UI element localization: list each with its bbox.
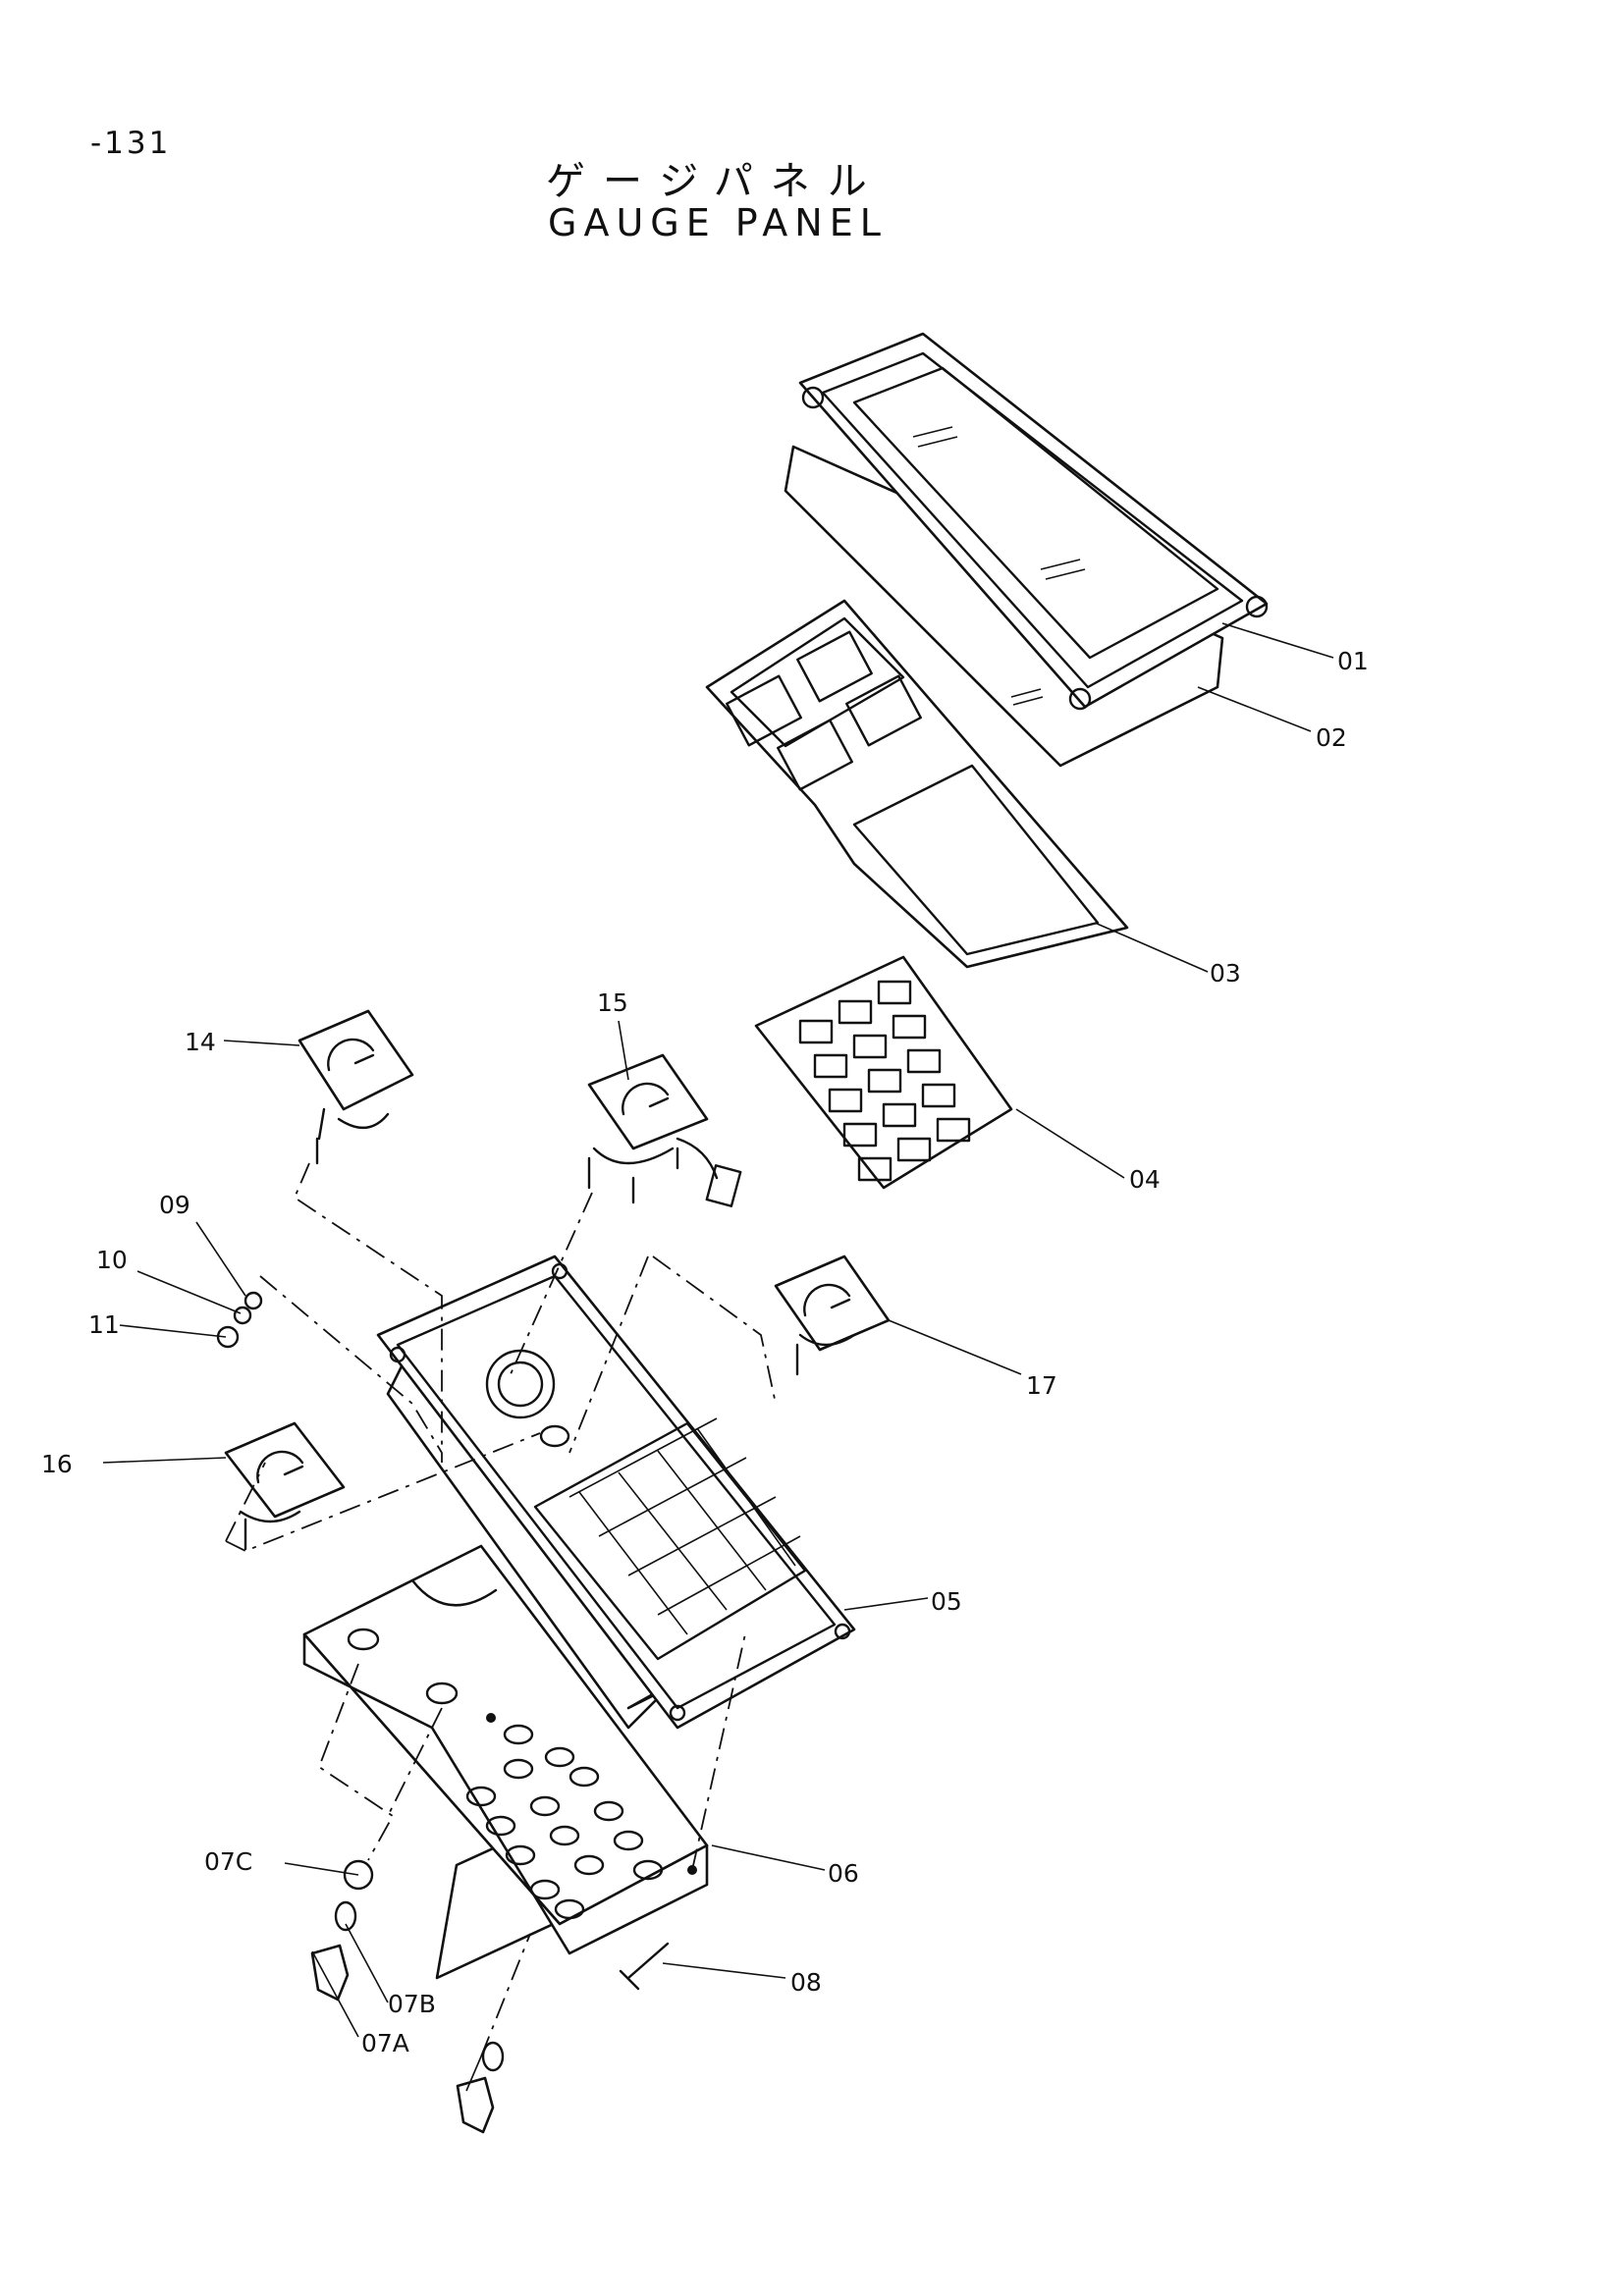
part-01-cover-glass	[798, 332, 1269, 711]
part-08-screw	[619, 1942, 670, 1991]
leader-lines	[102, 622, 1334, 2092]
part-07b-bulb	[334, 1900, 505, 2072]
label-10: 10	[96, 1246, 128, 1274]
part-17-gauge	[774, 1255, 891, 1376]
part-05-housing	[376, 1255, 856, 1730]
keypad-keys	[798, 980, 971, 1182]
label-16: 16	[41, 1450, 73, 1478]
label-04: 04	[1129, 1165, 1161, 1194]
part-14-gauge	[298, 1009, 414, 1165]
title-japanese: ゲージパネル	[546, 159, 885, 204]
part-07c-cap	[343, 1859, 374, 1891]
part-15-gauge	[587, 1053, 742, 1207]
label-09: 09	[159, 1191, 190, 1219]
label-15: 15	[597, 988, 628, 1017]
part-04-keypad	[754, 955, 1013, 1190]
page-number: -131	[90, 126, 172, 161]
label-07a: 07A	[361, 2029, 409, 2057]
part-06-bottom-plate	[302, 1544, 709, 1980]
label-05: 05	[931, 1587, 962, 1616]
plate-holes	[347, 1628, 697, 1920]
part-03-window-frame	[705, 599, 1129, 969]
label-01: 01	[1337, 647, 1369, 675]
label-02: 02	[1316, 723, 1347, 752]
part-16-gauge	[224, 1421, 346, 1551]
label-08: 08	[790, 1968, 822, 1997]
label-11: 11	[88, 1310, 120, 1339]
part-labels: 01 02 03 04 05 06 07C 07B 07A 08 09 10 1…	[41, 647, 1369, 2057]
label-17: 17	[1026, 1371, 1057, 1400]
label-03: 03	[1210, 959, 1241, 988]
label-14: 14	[185, 1028, 216, 1056]
label-07b: 07B	[388, 1990, 436, 2018]
title-english: GAUGE PANEL	[548, 201, 888, 244]
parts-09-10-11-nuts	[216, 1291, 263, 1349]
part-07a-socket	[310, 1944, 495, 2134]
label-07c: 07C	[204, 1847, 252, 1876]
label-06: 06	[828, 1859, 859, 1888]
assembly-lines	[225, 1162, 777, 2057]
